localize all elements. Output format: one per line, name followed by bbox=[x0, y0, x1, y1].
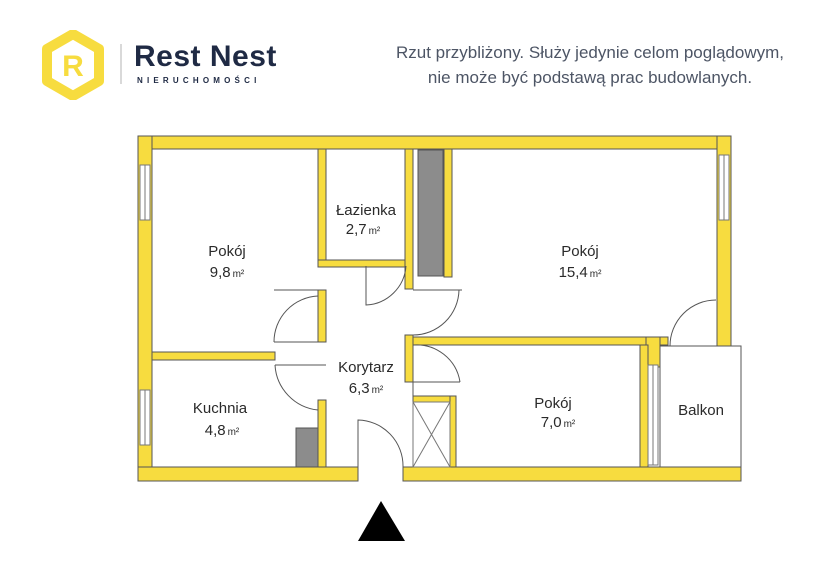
room-area-lazienka-value: 2,7 bbox=[346, 221, 367, 238]
disclaimer-line-2: nie może być podstawą prac budowlanych. bbox=[427, 68, 753, 87]
room-unit-pokoj-c: m² bbox=[564, 419, 576, 430]
room-label-pokoj-a: Pokój bbox=[208, 243, 246, 260]
disclaimer-line-1: Rzut przybliżony. Służy jedynie celom po… bbox=[395, 43, 785, 62]
room-label-pokoj-b: Pokój bbox=[561, 243, 599, 260]
room-label-korytarz: Korytarz bbox=[338, 359, 394, 376]
doors bbox=[273, 265, 717, 468]
room-label-balkon: Balkon bbox=[678, 402, 724, 419]
rest-nest-logo-icon: R bbox=[38, 30, 108, 100]
windows bbox=[139, 154, 730, 466]
corridor-closet bbox=[412, 401, 451, 468]
kitchen-shaft bbox=[295, 427, 319, 468]
logo-letter: R bbox=[62, 50, 84, 83]
room-label-pokoj-c: Pokój bbox=[534, 395, 572, 412]
room-area-pokoj-a-value: 9,8 bbox=[210, 264, 231, 281]
logo-divider bbox=[120, 44, 122, 84]
shafts bbox=[295, 149, 444, 468]
ventilation-shaft bbox=[417, 149, 444, 277]
disclaimer: Rzut przybliżony. Służy jedynie celom po… bbox=[370, 40, 810, 90]
room-area-korytarz-value: 6,3 bbox=[349, 380, 370, 397]
room-unit-korytarz: m² bbox=[372, 385, 384, 396]
triangle-up-icon bbox=[358, 501, 405, 541]
brand-name: Rest Nest bbox=[134, 40, 277, 73]
room-area-pokoj-b-value: 15,4 bbox=[559, 264, 588, 281]
room-area-pokoj-c-value: 7,0 bbox=[541, 414, 562, 431]
room-unit-kuchnia: m² bbox=[228, 427, 240, 438]
brand-subtitle: NIERUCHOMOŚCI bbox=[137, 76, 261, 85]
room-unit-lazienka: m² bbox=[369, 226, 381, 237]
room-label-kuchnia: Kuchnia bbox=[193, 400, 248, 417]
room-unit-pokoj-a: m² bbox=[233, 269, 245, 280]
room-unit-pokoj-b: m² bbox=[590, 269, 602, 280]
room-label-lazienka: Łazienka bbox=[336, 202, 397, 219]
room-area-kuchnia-value: 4,8 bbox=[205, 422, 226, 439]
interior-walls bbox=[151, 148, 669, 468]
